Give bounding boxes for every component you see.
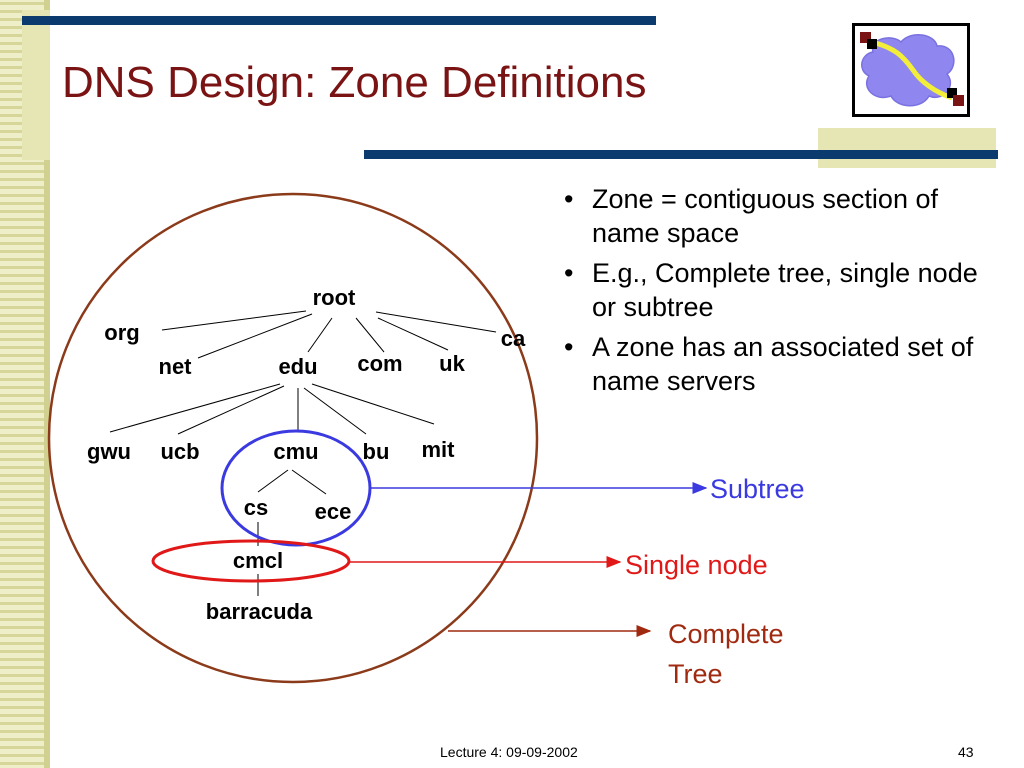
slide-title: DNS Design: Zone Definitions <box>62 58 647 107</box>
edge-edu-ucb <box>177 385 285 435</box>
complete-tree-label-line2: Tree <box>668 659 723 689</box>
edge-root-ca <box>375 311 497 333</box>
complete-tree-label-line1: Complete <box>668 619 784 649</box>
node-bu: bu <box>363 439 390 464</box>
bullet-dot-icon: • <box>564 184 574 214</box>
node-mit: mit <box>422 437 456 462</box>
bullet-dot-icon: • <box>564 332 574 362</box>
edge-edu-bu <box>303 387 367 435</box>
edge-edu-gwu <box>109 383 281 433</box>
bottom-title-bar <box>364 150 998 159</box>
bullet-text: E.g., Complete tree, single node or subt… <box>592 258 978 322</box>
edge-root-org <box>161 310 307 331</box>
bullet-item: • Zone = contiguous section of name space <box>562 182 1002 250</box>
bullet-item: • A zone has an associated set of name se… <box>562 330 1002 398</box>
top-title-bar <box>22 16 656 25</box>
complete-tree-circle <box>47 192 539 684</box>
bullet-text: Zone = contiguous section of name space <box>592 184 938 248</box>
node-net: net <box>159 354 193 379</box>
node-barracuda: barracuda <box>206 599 313 624</box>
footer-page-number: 43 <box>958 744 974 760</box>
node-edu: edu <box>278 354 317 379</box>
edge-cmu-ece <box>291 469 327 495</box>
edge-root-com <box>355 317 385 353</box>
edge-root-edu <box>307 317 333 353</box>
node-org: org <box>104 320 139 345</box>
edge-edu-mit <box>311 383 435 425</box>
node-gwu: gwu <box>87 439 131 464</box>
network-cloud-icon <box>852 23 970 117</box>
bullet-item: • E.g., Complete tree, single node or sub… <box>562 256 1002 324</box>
bullet-text: A zone has an associated set of name ser… <box>592 332 974 396</box>
bullet-list: • Zone = contiguous section of name space… <box>562 182 1002 404</box>
footer-lecture: Lecture 4: 09-09-2002 <box>440 744 578 760</box>
single-node-label: Single node <box>625 550 768 580</box>
node-cmu: cmu <box>273 439 318 464</box>
node-root: root <box>313 285 356 310</box>
edge-root-uk <box>377 317 449 351</box>
node-ucb: ucb <box>160 439 199 464</box>
node-com: com <box>357 351 402 376</box>
node-cmcl: cmcl <box>233 548 283 573</box>
edge-root-net <box>197 313 313 359</box>
node-ece: ece <box>315 499 352 524</box>
single-node-ring <box>151 539 351 583</box>
node-ca: ca <box>501 326 526 351</box>
title-accent-block <box>22 10 50 160</box>
tree-edges <box>109 310 497 596</box>
bullet-dot-icon: • <box>564 258 574 288</box>
subtree-label: Subtree <box>710 474 805 504</box>
bottom-accent-block <box>818 128 996 168</box>
node-uk: uk <box>439 351 465 376</box>
node-cs: cs <box>244 495 268 520</box>
edge-cmu-cs <box>257 469 289 493</box>
